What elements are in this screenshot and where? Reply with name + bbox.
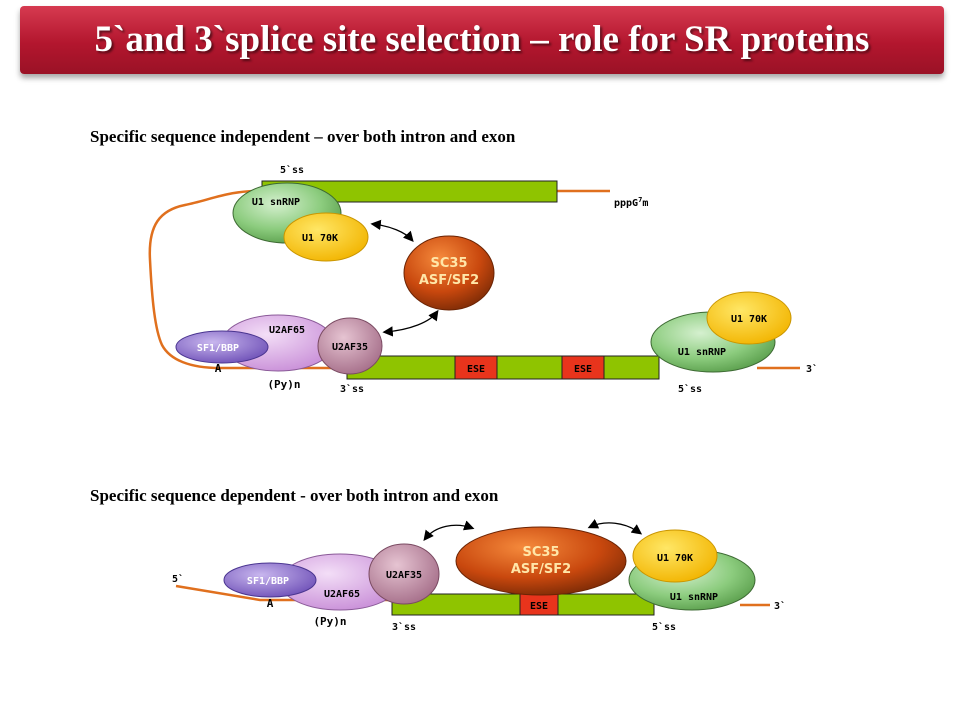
- bottom-panel: ESE U1 snRNP U1 70K SC35 ASF/SF2 U2AF65 …: [172, 518, 786, 633]
- five-ss-bottom: 5`ss: [652, 621, 676, 633]
- sc35-asf-sf2-bottom: [455, 526, 627, 596]
- five-ss-top-label: 5`ss: [280, 164, 304, 176]
- top-panel: ESE ESE U1 snRNP U1 70K SC35 ASF/SF2 U2A…: [148, 164, 818, 395]
- ese-label-1: ESE: [467, 364, 485, 375]
- three-ss-bottom: 3`ss: [392, 621, 416, 633]
- arrow-u2af35-sc35-bottom: [423, 520, 475, 542]
- five-end-bottom: 5`: [172, 573, 184, 585]
- u2af65-bottom-label: U2AF65: [324, 589, 360, 600]
- slide-title: 5`and 3`splice site selection – role for…: [94, 19, 870, 60]
- u2af35-bottom-label: U2AF35: [386, 570, 422, 581]
- panel-bottom-heading: Specific sequence dependent - over both …: [90, 486, 499, 505]
- sf1-bbp-top: [175, 330, 269, 364]
- three-ss-top: 3`ss: [340, 383, 364, 395]
- three-end-top: 3`: [806, 363, 818, 375]
- u1-snrnp-top-label: U1 snRNP: [252, 197, 300, 208]
- ese-box-2: [561, 355, 605, 380]
- title-bar: 5`and 3`splice site selection – role for…: [20, 6, 944, 74]
- u2af35-top-label: U2AF35: [332, 342, 368, 353]
- five-ss-right-top: 5`ss: [678, 383, 702, 395]
- u1-snrnp-bottom-label: U1 snRNP: [670, 592, 718, 603]
- arrow-u170k-sc35: [370, 219, 414, 242]
- sf1-bbp-top-label: SF1/BBP: [197, 343, 239, 354]
- sc35-top-line2: ASF/SF2: [419, 273, 479, 288]
- u1-70k-bottom: [632, 529, 718, 583]
- branch-a-bottom: A: [267, 597, 274, 610]
- pppg-label: pppG7m: [614, 196, 648, 209]
- branch-a-top: A: [215, 362, 222, 375]
- sc35-top-line1: SC35: [431, 256, 468, 271]
- sf1-bbp-bottom: [223, 562, 317, 598]
- panel-top-heading: Specific sequence independent – over bot…: [90, 127, 516, 146]
- arrow-u2af35-sc35: [382, 309, 439, 337]
- sf1-bbp-bottom-label: SF1/BBP: [247, 576, 289, 587]
- u1-70k-top: [283, 212, 369, 262]
- ese-box-1: [454, 355, 498, 380]
- pyn-bottom: (Py)n: [313, 615, 346, 628]
- intron-line-left-bottom: [175, 584, 392, 602]
- sc35-bottom-line2: ASF/SF2: [511, 562, 571, 577]
- intron-loop: [148, 189, 350, 370]
- u1-70k-bottom-label: U1 70K: [657, 553, 693, 564]
- u2af35-bottom: [368, 543, 440, 605]
- u1-70k-right-label: U1 70K: [731, 314, 767, 325]
- u1-70k-right: [706, 291, 792, 345]
- pyn-top: (Py)n: [267, 378, 300, 391]
- ese-label-2: ESE: [574, 364, 592, 375]
- u1-snrnp-right-label: U1 snRNP: [678, 347, 726, 358]
- u1-70k-top-label: U1 70K: [302, 233, 338, 244]
- arrow-sc35-u170k-bottom: [587, 518, 643, 535]
- u2af65-top-label: U2AF65: [269, 325, 305, 336]
- sc35-bottom-line1: SC35: [523, 545, 560, 560]
- downstream-exon: [346, 355, 660, 380]
- three-end-bottom: 3`: [774, 600, 786, 612]
- u2af35-top: [317, 317, 383, 375]
- sc35-asf-sf2-top: [403, 235, 495, 311]
- ese-label-bottom: ESE: [530, 601, 548, 612]
